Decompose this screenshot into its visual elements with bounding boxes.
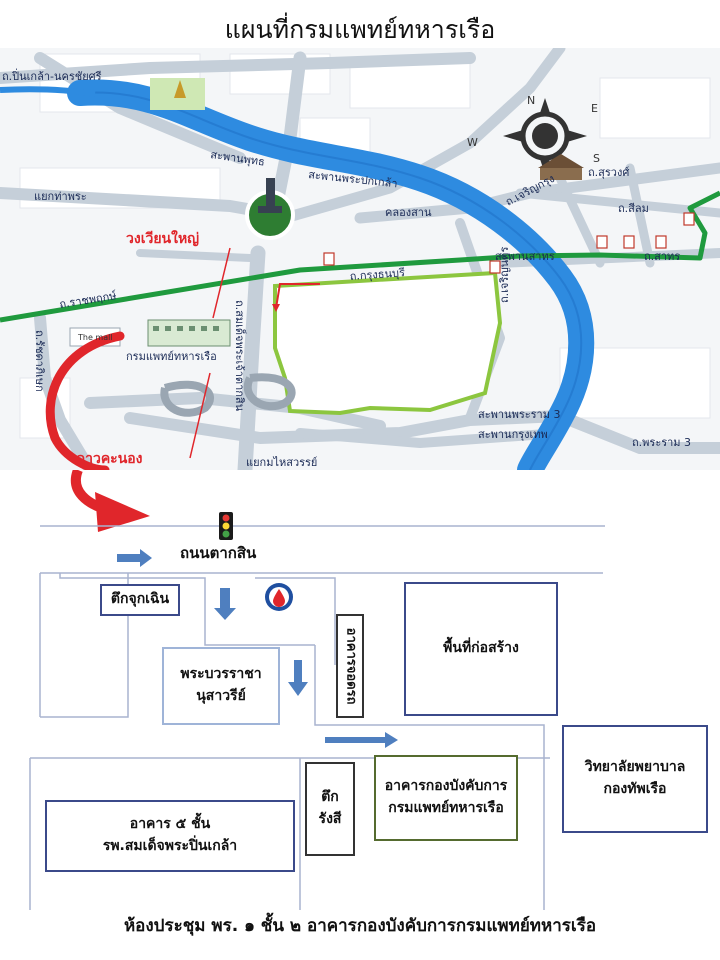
label-ratchadaphisek: ถ.รัชดาภิเษก — [33, 330, 46, 392]
compass-s: S — [593, 152, 600, 165]
emergency-building: ตึกจุกเฉิน — [100, 584, 180, 616]
ptt-fuel-station-icon — [265, 583, 293, 611]
label-mahaisawan: แยกมไหสวรรย์ — [246, 456, 317, 469]
label-the-mall: The mall — [77, 333, 113, 342]
traffic-light-icon — [219, 512, 233, 540]
label-navy-med: กรมแพทย์ทหารเรือ — [126, 350, 217, 363]
nursing-line1: วิทยาลัยพยาบาล — [584, 759, 686, 776]
radiology-line1: ตึก — [321, 789, 339, 806]
detail-map: ถนนตากสิน — [29, 470, 605, 910]
sirindhorn-line1: พระบวรราชา — [180, 666, 262, 683]
nursing-college: วิทยาลัยพยาบาล กองทัพเรือ — [562, 725, 708, 833]
label-wongwian-yai: วงเวียนใหญ่ — [126, 229, 199, 247]
nursing-line2: กองทัพเรือ — [603, 781, 667, 797]
pinklao-hospital-building: อาคาร ๕ ชั้น รพ.สมเด็จพระปิ่นเกล้า — [45, 800, 295, 872]
map-title: แผนที่กรมแพทย์ทหารเรือ — [224, 15, 496, 44]
direction-arrows — [117, 549, 398, 748]
route-arrow — [45, 331, 125, 470]
label-dao-khanong: ดาวคะนอง — [76, 451, 143, 467]
bts-line — [0, 190, 720, 323]
label-surawong: ถ.สุรวงศ์ — [588, 166, 629, 179]
sirindhorn-line2: นุสาวรีย์ — [196, 688, 246, 704]
hq-line1: อาคารกองบังคับการ — [384, 778, 508, 795]
road-label-taksin: ถนนตากสิน — [180, 544, 257, 562]
label-sathorn-road: ถ.สาทร — [644, 250, 680, 263]
label-chareon-nakorn: ถ.เจริญนคร — [498, 246, 511, 303]
hq-line2: กรมแพทย์ทหารเรือ — [388, 800, 504, 816]
landmark-building-icon — [538, 154, 584, 180]
emergency-label: ตึกจุกเฉิน — [110, 591, 170, 608]
label-tha-phra: แยกท่าพระ — [34, 190, 87, 203]
label-krung-thonburi: ถ.กรุงธนบุรี — [349, 266, 405, 283]
parking-label: อาคารจอดรถ — [343, 627, 359, 705]
label-rama3-bridge: สะพานพระราม 3 — [478, 408, 560, 421]
label-khlong-san: คลองสาน — [385, 206, 432, 219]
meeting-room-caption: ห้องประชุม พร. ๑ ชั้น ๒ อาคารกองบังคับกา… — [123, 916, 597, 936]
label-silom: ถ.สีลม — [618, 202, 649, 215]
compass-rose: N E S W — [467, 94, 600, 174]
label-sathorn-bridge: สะพานสาทร — [495, 250, 555, 263]
compass-w: W — [467, 136, 478, 149]
compass-e: E — [591, 102, 598, 115]
hq-building: อาคารกองบังคับการ กรมแพทย์ทหารเรือ — [374, 755, 518, 841]
hospital-line2: รพ.สมเด็จพระปิ่นเกล้า — [102, 838, 238, 854]
radiology-line2: รังสี — [318, 811, 342, 827]
parking-building: อาคารจอดรถ — [336, 614, 364, 718]
construction-area: พื้นที่ก่อสร้าง — [404, 582, 558, 716]
compass-n: N — [527, 94, 535, 107]
navy-med-building — [147, 319, 231, 347]
bts-station-icons — [323, 212, 695, 274]
sirindhorn-building: พระบวรราชา นุสาวรีย์ — [162, 647, 280, 725]
radiology-building: ตึก รังสี — [305, 762, 355, 856]
hospital-line1: อาคาร ๕ ชั้น — [129, 816, 211, 833]
label-pinklao: ถ.ปิ่นเกล้า-นครชัยศรี — [2, 68, 102, 83]
park-area — [273, 270, 503, 416]
label-krungthep-bridge: สะพานกรุงเทพ — [478, 428, 548, 441]
label-rama3-road: ถ.พระราม 3 — [632, 436, 691, 449]
river — [67, 79, 595, 470]
overview-map: N E S W ถ.ปิ่นเกล้า-นครชัยศรี สะพานพุทธ … — [0, 48, 720, 470]
construction-label: พื้นที่ก่อสร้าง — [443, 640, 519, 657]
label-somdet: ถ.สมเด็จพระเจ้าตากสิน — [233, 300, 247, 412]
